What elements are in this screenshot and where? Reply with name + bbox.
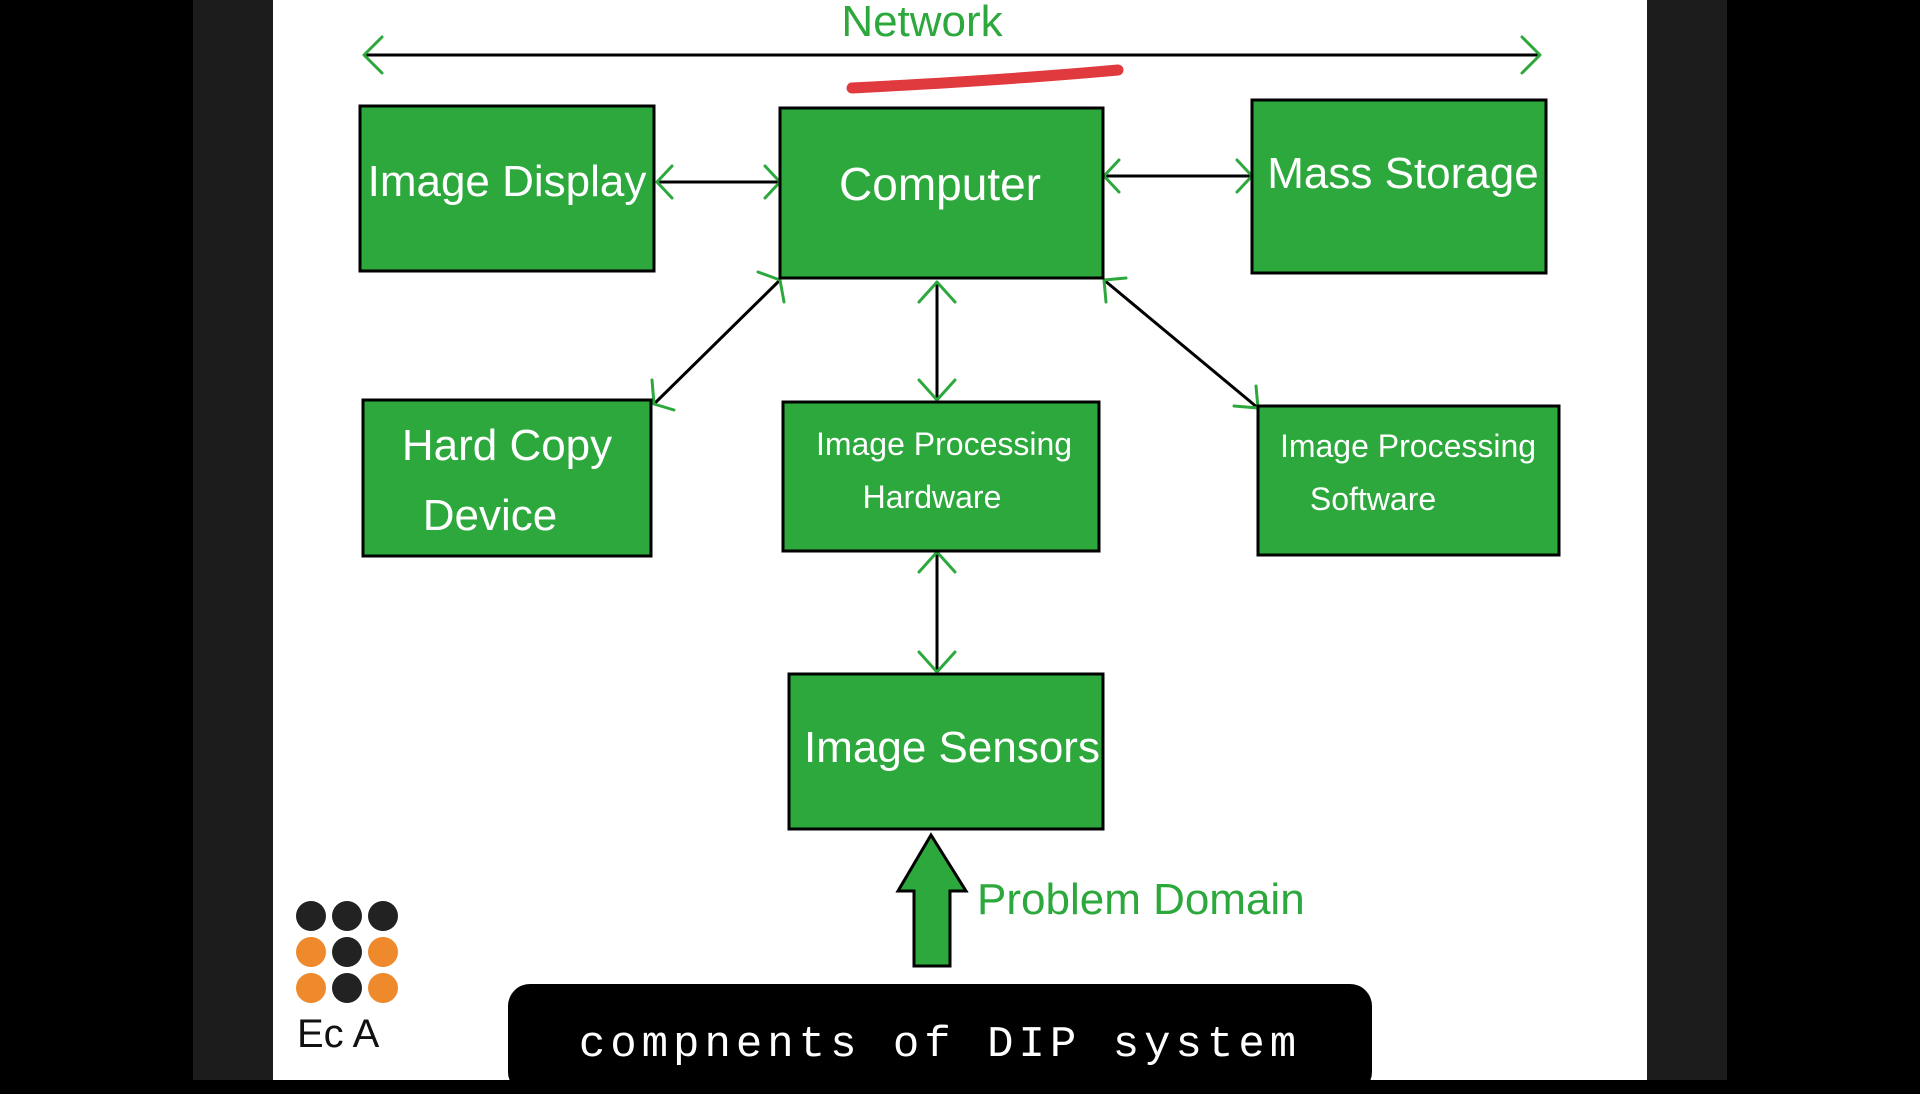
node-image-display: Image Display (358, 104, 656, 273)
right-border (1647, 0, 1727, 1080)
link-computer-hardcopy (652, 278, 782, 406)
arrowhead (756, 270, 786, 304)
problem-domain-label: Problem Domain (977, 875, 1305, 924)
node-hard-copy-label-1: Hard Copy (402, 421, 612, 470)
arrowhead (917, 378, 957, 402)
red-underline-annotation (846, 64, 1124, 94)
caption-banner (508, 984, 1372, 1094)
channel-logo-text: Ec A (297, 1012, 380, 1056)
arrowhead (655, 164, 674, 200)
logo-dot (368, 973, 398, 1003)
left-border (193, 0, 273, 1080)
arrowhead (917, 280, 957, 304)
node-computer-label: Computer (839, 158, 1041, 210)
network-label: Network (841, 0, 1003, 46)
node-image-processing-software: Image Processing Software (1256, 404, 1561, 557)
link-computer-software (1103, 278, 1259, 410)
logo-dot (332, 973, 362, 1003)
network-arrow-right (1520, 35, 1542, 75)
node-computer: Computer (778, 106, 1105, 280)
node-mass-storage: Mass Storage (1250, 98, 1548, 275)
node-ip-hardware-label-2: Hardware (863, 479, 1002, 515)
node-image-processing-hardware: Image Processing Hardware (781, 400, 1101, 553)
node-image-sensors: Image Sensors (787, 672, 1105, 831)
node-ip-software-label-2: Software (1310, 481, 1436, 517)
arrowhead (1102, 276, 1128, 304)
network-arrow-left (362, 35, 384, 75)
caption-text: compnents of DIP system (578, 1020, 1302, 1070)
node-image-sensors-label: Image Sensors (804, 723, 1100, 772)
logo-dot (332, 901, 362, 931)
node-hard-copy-device: Hard Copy Device (361, 398, 653, 558)
node-mass-storage-label: Mass Storage (1267, 149, 1538, 198)
node-image-display-label: Image Display (368, 157, 647, 206)
problem-domain-arrow (895, 832, 969, 968)
node-ip-hardware-label-1: Image Processing (816, 426, 1072, 462)
logo-dot (332, 937, 362, 967)
logo-dot (296, 973, 326, 1003)
logo-dot (296, 937, 326, 967)
logo-dot (368, 901, 398, 931)
logo-dot (296, 901, 326, 931)
channel-logo-dots (296, 901, 398, 1003)
logo-dot (368, 937, 398, 967)
arrowhead (917, 650, 957, 674)
node-ip-software-label-1: Image Processing (1280, 428, 1536, 464)
node-hard-copy-label-2: Device (423, 491, 558, 540)
arrowhead (650, 378, 676, 412)
